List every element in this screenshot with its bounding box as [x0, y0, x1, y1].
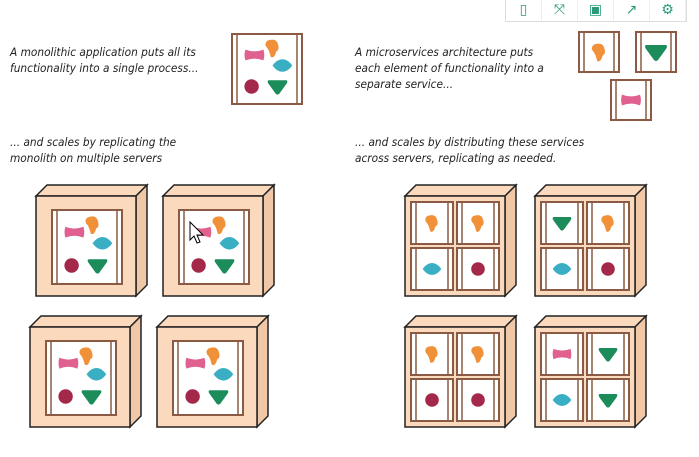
red-component [425, 393, 439, 407]
server-side [504, 314, 517, 429]
orange-component [591, 43, 605, 62]
service-process [540, 332, 584, 376]
monolith-server-4 [155, 314, 270, 429]
server-side [634, 314, 647, 429]
orange-component [79, 347, 93, 366]
orange-component [471, 346, 484, 363]
blue-component [92, 237, 113, 250]
gear-icon[interactable]: ⚙ [650, 0, 686, 21]
pink-component [64, 226, 85, 238]
micro-scale-caption: ... and scales by distributing these ser… [355, 135, 585, 165]
orange-component [206, 347, 220, 366]
server-top [34, 184, 149, 197]
red-component [471, 262, 485, 276]
server-top [28, 315, 143, 328]
orange-component [601, 215, 614, 232]
pink-component [185, 357, 206, 369]
server-side [504, 183, 517, 298]
microservice-server-2 [533, 183, 648, 298]
server-side [129, 314, 142, 429]
blue-component [422, 263, 442, 275]
share-icon[interactable]: ↗ [614, 0, 650, 21]
orange-component [265, 39, 279, 58]
save-icon[interactable]: ▣ [578, 0, 614, 21]
server-top [161, 184, 276, 197]
blue-component [272, 59, 293, 72]
monolith-intro-caption: A monolithic application puts all its fu… [10, 45, 199, 75]
red-component [64, 258, 79, 273]
green-component [267, 80, 288, 95]
blue-component [219, 237, 240, 250]
green-component [552, 217, 572, 231]
mouse-cursor-icon [189, 220, 205, 244]
server-top [403, 184, 518, 197]
server-side [262, 183, 275, 298]
green-component [214, 259, 235, 274]
microservice-server-3 [403, 314, 518, 429]
blue-component [552, 263, 572, 275]
service-process [540, 378, 584, 422]
monolith-server-3 [28, 314, 143, 429]
toolbar: ▯ ⤧ ▣ ↗ ⚙ [505, 0, 687, 22]
server-top [155, 315, 270, 328]
orange-component [425, 215, 438, 232]
expand-icon[interactable]: ⤧ [542, 0, 578, 21]
red-component [58, 389, 73, 404]
server-side [256, 314, 269, 429]
server-top [533, 315, 648, 328]
server-top [533, 184, 648, 197]
pink-component [552, 348, 572, 360]
monolith-server-1 [34, 183, 149, 298]
blue-component [86, 368, 107, 381]
pink-component [58, 357, 79, 369]
green-component [87, 259, 108, 274]
orange-component [425, 346, 438, 363]
red-component [471, 393, 485, 407]
phone-icon[interactable]: ▯ [506, 0, 542, 21]
blue-component [552, 394, 572, 406]
pink-component [621, 94, 641, 106]
orange-component [471, 215, 484, 232]
microservice-server-1 [403, 183, 518, 298]
red-component [191, 258, 206, 273]
server-side [634, 183, 647, 298]
blue-component [213, 368, 234, 381]
monolith-server-2 [161, 183, 276, 298]
orange-component [212, 216, 226, 235]
green-component [208, 390, 229, 405]
server-top [403, 315, 518, 328]
pink-component [244, 49, 265, 61]
red-component [601, 262, 615, 276]
monolith-scale-caption: ... and scales by replicating the monoli… [10, 135, 177, 165]
green-component [598, 348, 618, 362]
microservice-server-4 [533, 314, 648, 429]
red-component [244, 79, 259, 94]
green-component [645, 45, 667, 61]
server-side [135, 183, 148, 298]
micro-intro-caption: A microservices architecture puts each e… [355, 45, 544, 91]
orange-component [85, 216, 99, 235]
green-component [81, 390, 102, 405]
red-component [185, 389, 200, 404]
green-component [598, 394, 618, 408]
